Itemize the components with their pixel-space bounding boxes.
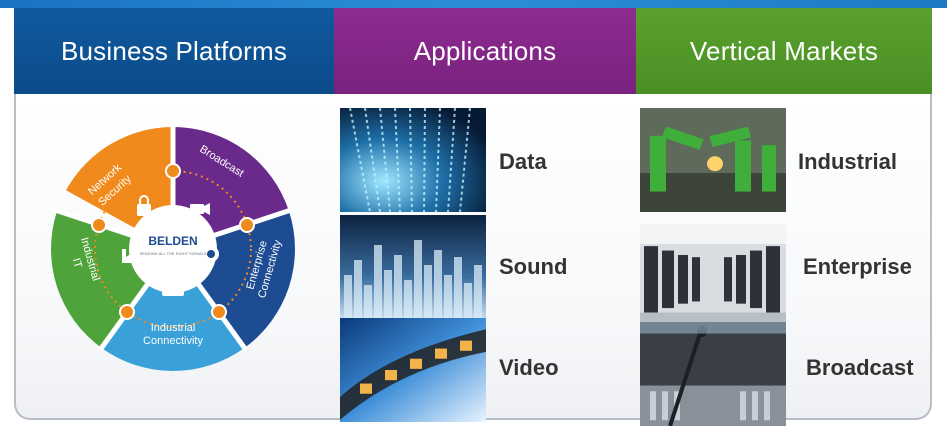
brand-tagline: SENDING ALL THE RIGHT SIGNALS: [139, 251, 206, 256]
market-label-industrial: Industrial: [798, 149, 898, 174]
header-business-platforms: Business Platforms: [14, 8, 334, 94]
right-margin: [932, 8, 947, 94]
video-image: [340, 318, 486, 422]
globe-icon: [203, 246, 219, 262]
industrial-image: [640, 108, 786, 212]
application-label-video: Video: [499, 355, 559, 380]
business-platforms-wheel: BELDEN SENDING ALL THE RIGHT SIGNALS Net…: [44, 120, 302, 378]
top-accent-bar: [0, 0, 947, 8]
sound-image: [340, 215, 486, 319]
segment-label-industrial-it-2: IT: [70, 257, 84, 270]
wheel-hub: [129, 205, 217, 293]
market-label-enterprise: Enterprise: [803, 254, 912, 279]
joystick-icon: [162, 272, 184, 296]
header-vertical-markets: Vertical Markets: [636, 8, 932, 94]
application-label-data: Data: [499, 149, 547, 174]
segment-label-industrial: Industrial: [151, 322, 196, 334]
market-label-broadcast: Broadcast: [806, 355, 914, 380]
header-applications: Applications: [334, 8, 636, 94]
enterprise-image: [640, 224, 786, 328]
left-margin: [0, 8, 14, 94]
padlock-icon: [137, 195, 151, 216]
wheel-segment-industrial-connectivity: [101, 249, 245, 371]
camera-icon: [190, 203, 210, 215]
brand-logo: BELDEN: [148, 234, 197, 248]
application-label-sound: Sound: [499, 254, 568, 279]
factory-icon: [122, 249, 144, 263]
lock-icons: [91, 163, 255, 320]
data-image: [340, 108, 486, 212]
broadcast-image: [640, 322, 786, 426]
segment-label-industrial-connectivity: Connectivity: [143, 335, 203, 347]
